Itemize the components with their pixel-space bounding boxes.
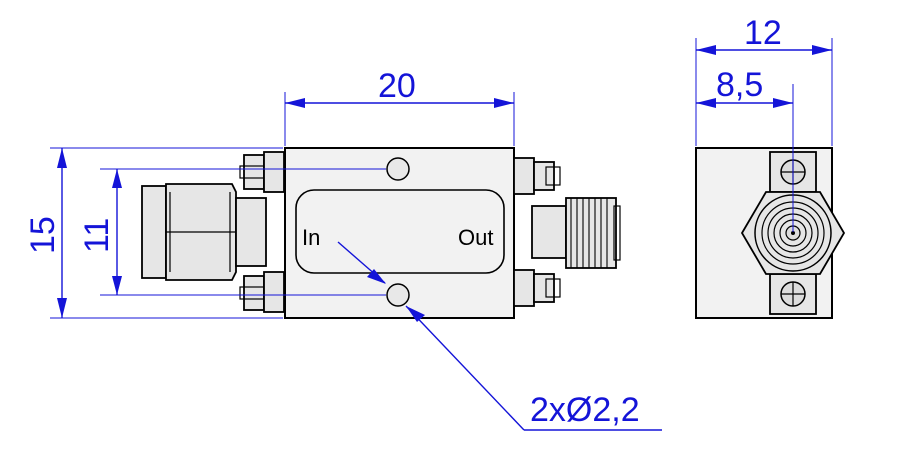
front-view: In Out: [24, 67, 662, 431]
out-label: Out: [458, 225, 493, 250]
side-screw-bottom: [769, 273, 817, 315]
mounting-hole-top: [386, 157, 410, 181]
right-connector: [531, 197, 621, 269]
label-plate: [295, 189, 505, 274]
hole-callout: 2xØ2,2: [337, 241, 662, 431]
dimension-hole-spacing: 11: [78, 168, 386, 296]
dimension-length-label: 20: [378, 67, 416, 105]
left-connector: [141, 183, 267, 281]
dimension-height: 15: [24, 147, 283, 319]
dimension-height-label: 15: [24, 216, 62, 254]
in-label: In: [302, 225, 320, 250]
right-flange-screws: [513, 157, 561, 307]
dimension-connector-offset-label: 8,5: [716, 66, 763, 104]
left-flange-screws: [239, 151, 285, 313]
side-connector: [740, 191, 846, 275]
hole-callout-label: 2xØ2,2: [530, 391, 640, 429]
dimension-width-label: 12: [744, 14, 782, 52]
dimension-connector-offset: 8,5: [696, 66, 794, 232]
dimension-hole-spacing-label: 11: [78, 218, 116, 253]
side-view: 12 8,5: [695, 14, 846, 319]
dimension-width: 12: [695, 14, 833, 146]
dimension-length: 20: [284, 67, 515, 146]
mounting-hole-bottom: [386, 283, 410, 307]
